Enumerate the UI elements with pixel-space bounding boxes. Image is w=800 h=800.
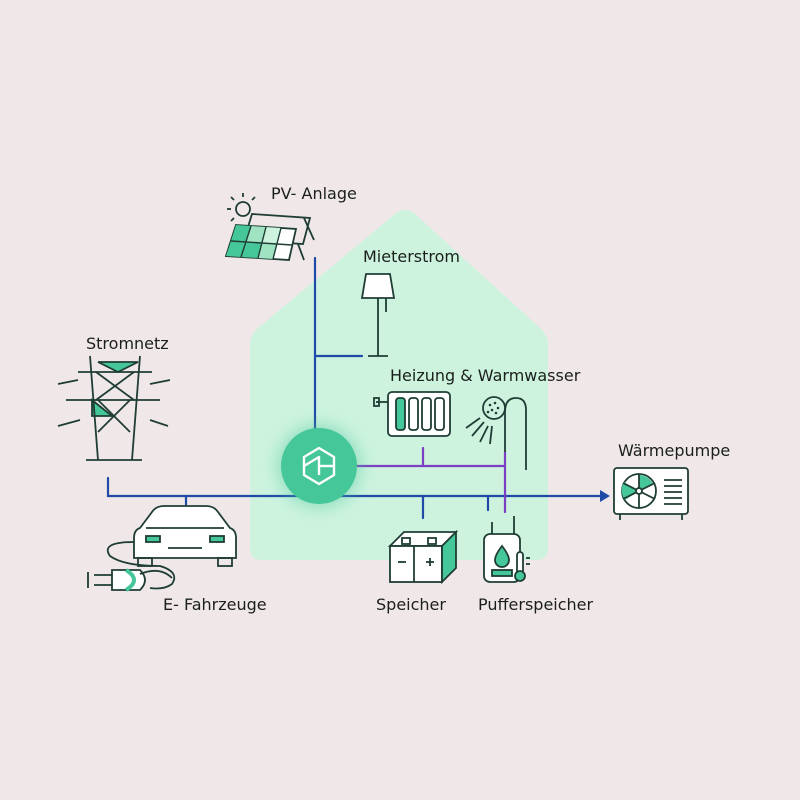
heat-lines xyxy=(354,446,507,514)
heatpump-arrow xyxy=(600,490,610,502)
radiator-icon xyxy=(373,391,451,437)
label-heizung-warmwasser: Heizung & Warmwasser xyxy=(390,366,581,385)
label-e-fahrzeuge: E- Fahrzeuge xyxy=(163,595,267,614)
label-pv-anlage: PV- Anlage xyxy=(271,184,357,203)
label-pufferspeicher: Pufferspeicher xyxy=(478,595,594,614)
label-speicher: Speicher xyxy=(376,595,446,614)
heat-pump-icon xyxy=(613,467,689,520)
power-pylon-icon xyxy=(57,355,171,461)
label-mieterstrom: Mieterstrom xyxy=(363,247,460,266)
floor-lamp-icon xyxy=(360,273,396,357)
battery-icon xyxy=(387,529,459,585)
energy-hub-icon xyxy=(279,426,359,506)
shower-icon xyxy=(465,396,527,470)
electric-car-icon xyxy=(87,505,237,592)
water-tank-icon xyxy=(483,516,530,583)
grid-line xyxy=(106,476,602,498)
label-stromnetz: Stromnetz xyxy=(86,334,169,353)
label-waermepumpe: Wärmepumpe xyxy=(618,441,731,460)
solar-panel-icon xyxy=(224,193,315,261)
